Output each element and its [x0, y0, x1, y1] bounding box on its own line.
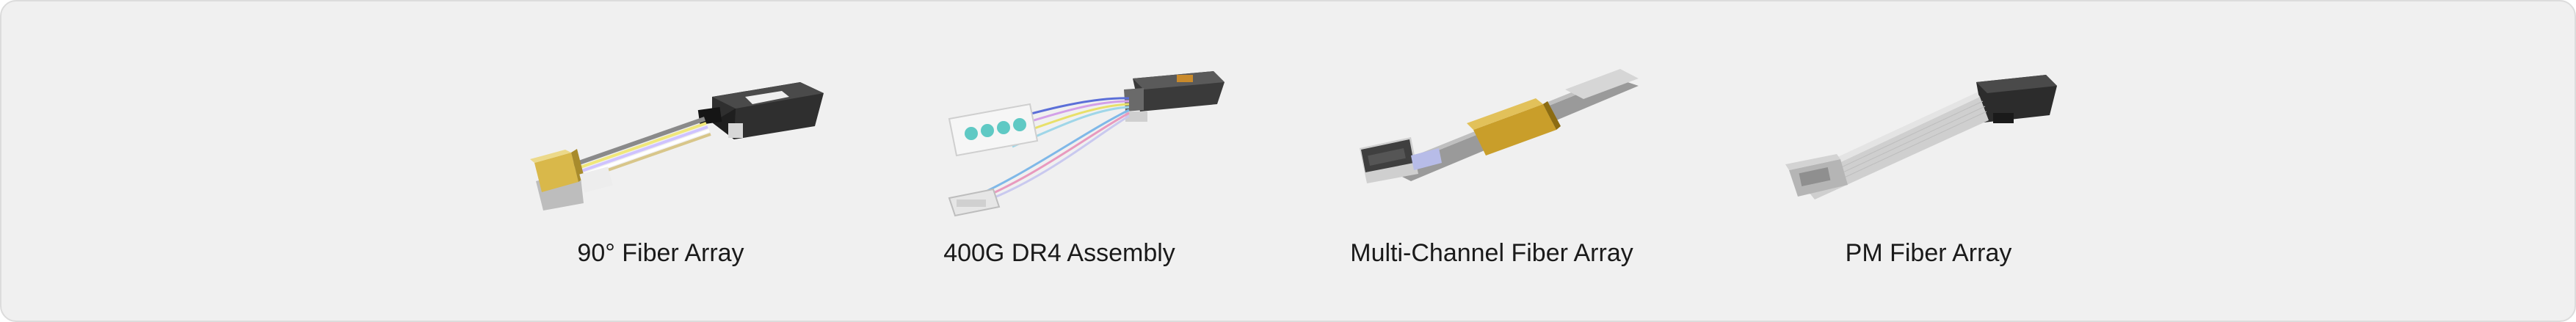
pm-fiber-array-image	[1785, 75, 2057, 200]
product-card-90-fiber-array[interactable]: 90° Fiber Array	[492, 53, 830, 288]
product-label-400g-dr4-assembly[interactable]: 400G DR4 Assembly	[943, 239, 1175, 267]
product-label-pm-fiber-array[interactable]: PM Fiber Array	[1845, 239, 2012, 267]
product-label-multi-channel-fiber-array[interactable]: Multi-Channel Fiber Array	[1350, 239, 1633, 267]
product-card-400g-dr4-assembly[interactable]: 400G DR4 Assembly	[890, 53, 1228, 288]
multi-channel-fiber-array-image	[1360, 69, 1639, 183]
product-card-multi-channel-fiber-array[interactable]: Multi-Channel Fiber Array	[1323, 53, 1661, 288]
fiber-array-90-image	[530, 82, 824, 211]
dr4-assembly-image	[948, 71, 1224, 217]
product-label-90-fiber-array[interactable]: 90° Fiber Array	[577, 239, 744, 267]
product-card-pm-fiber-array[interactable]: PM Fiber Array	[1760, 53, 2097, 288]
